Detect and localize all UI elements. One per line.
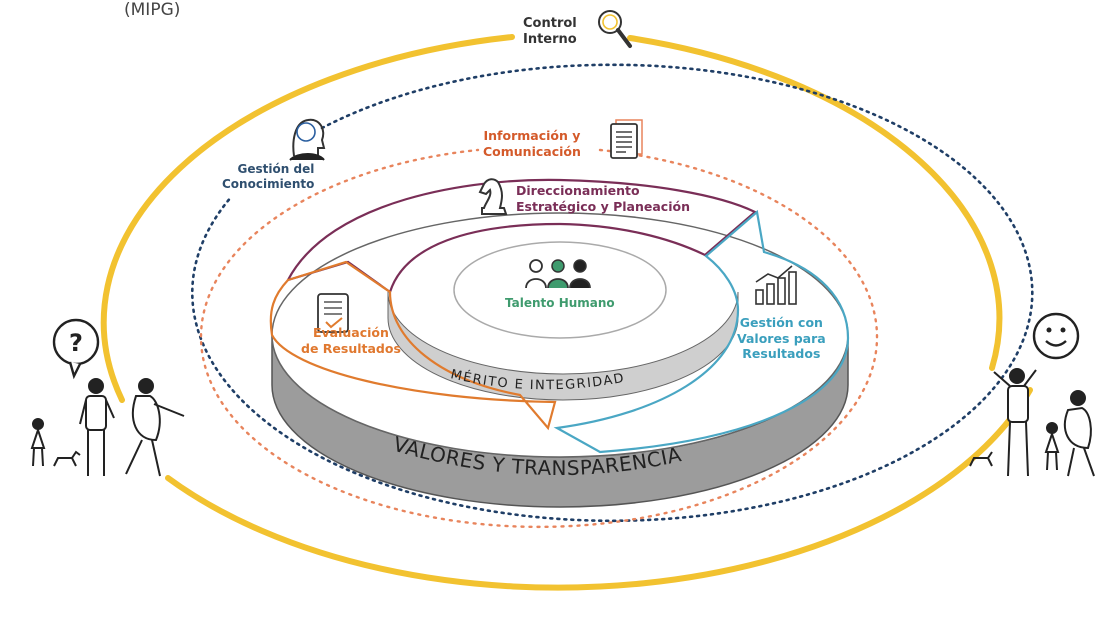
people-right-illustration bbox=[969, 368, 1095, 477]
gestion-line-2: Valores para bbox=[737, 330, 826, 346]
smiley-icon bbox=[1032, 312, 1080, 360]
evaluacion-label: Evaluación de Resultados bbox=[301, 325, 401, 356]
informacion-label: Información y Comunicación bbox=[483, 128, 581, 159]
direccionamiento-line-1: Direccionamiento bbox=[516, 183, 640, 198]
talento-label: Talento Humano bbox=[505, 296, 615, 310]
checklist-icon bbox=[317, 293, 349, 333]
informacion-line-2: Comunicación bbox=[483, 143, 581, 159]
bar-chart-icon bbox=[755, 265, 797, 305]
gestion-band bbox=[553, 209, 850, 454]
conocimiento-line-2: Conocimiento bbox=[222, 177, 315, 191]
svg-text:?: ? bbox=[69, 329, 83, 357]
people-left-illustration bbox=[30, 378, 185, 477]
evaluacion-band bbox=[269, 260, 557, 431]
conocimiento-line-1: Gestión del bbox=[237, 162, 315, 176]
magnifier-icon bbox=[598, 10, 632, 48]
brain-head-icon bbox=[289, 118, 326, 161]
conocimiento-label: Gestión del Conocimiento bbox=[222, 162, 314, 192]
control-line-2: Interno bbox=[523, 32, 577, 48]
control-interno-ring bbox=[100, 34, 1033, 591]
direccionamiento-band bbox=[285, 178, 757, 294]
people-group-icon bbox=[525, 259, 591, 289]
question-bubble-icon: ? bbox=[52, 318, 100, 380]
talento-center bbox=[453, 241, 667, 339]
evaluacion-line-2: de Resultados bbox=[301, 340, 401, 356]
documents-icon bbox=[610, 119, 643, 159]
direccionamiento-label: Direccionamiento Estratégico y Planeació… bbox=[516, 183, 690, 214]
control-interno-label: Control Interno bbox=[523, 16, 577, 49]
mipg-title-fragment: (MIPG) bbox=[124, 0, 181, 20]
evaluacion-line-1: Evaluación bbox=[312, 325, 389, 340]
conocimiento-ring bbox=[191, 63, 1034, 523]
informacion-ring bbox=[199, 148, 879, 529]
gestion-line-1: Gestión con bbox=[739, 315, 823, 330]
control-line-1: Control bbox=[523, 16, 577, 31]
gestion-line-3: Resultados bbox=[742, 346, 821, 362]
gestion-label: Gestión con Valores para Resultados bbox=[737, 315, 826, 362]
direccionamiento-line-2: Estratégico y Planeación bbox=[516, 198, 690, 214]
informacion-line-1: Información y bbox=[483, 128, 581, 143]
chess-knight-icon bbox=[478, 178, 508, 215]
